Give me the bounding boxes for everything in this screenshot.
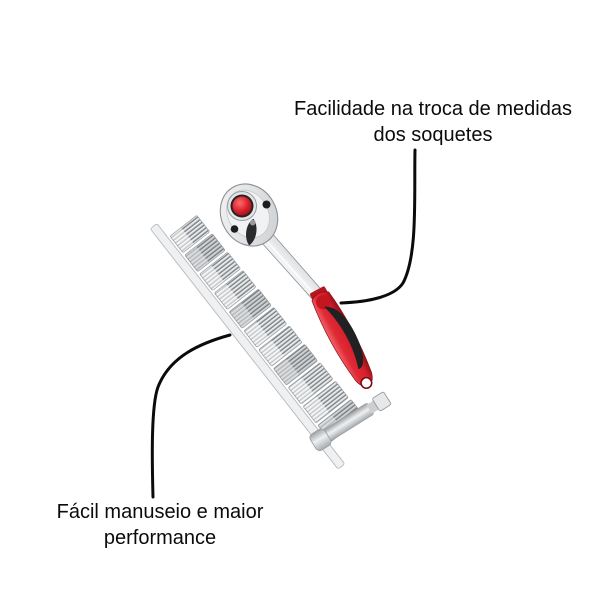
socket	[170, 215, 210, 253]
callout-sockets-line1: Facilidade na troca de medidas	[294, 98, 572, 120]
socket	[185, 233, 225, 272]
leader-line-sockets	[339, 148, 417, 305]
ratchet-wrench	[219, 183, 373, 390]
extension-bar-neck	[366, 400, 380, 414]
shaft-highlight	[264, 238, 318, 298]
extension-bar-base	[309, 428, 332, 451]
square-drive-tip	[372, 391, 392, 412]
hang-hole	[360, 376, 373, 390]
callout-sockets-label: Facilidade na troca de medidas dos soque…	[273, 96, 593, 148]
callout-handling-line1: Fácil manuseio e maior	[56, 501, 264, 523]
quick-release-button	[232, 196, 252, 216]
grip-emboss-disc	[316, 294, 331, 310]
socket	[199, 252, 241, 291]
socket	[273, 344, 318, 385]
socket	[244, 307, 287, 348]
leader-line-handling	[150, 333, 232, 499]
head-rivet-right	[262, 200, 271, 209]
head-rivet-lower	[230, 225, 239, 233]
rail-strip	[150, 223, 345, 469]
callout-sockets-line2: dos soquetes	[373, 124, 493, 146]
socket	[214, 270, 256, 310]
callout-handling-label: Fácil manuseio e maior performance	[30, 499, 290, 551]
ratchet-grip	[310, 286, 373, 390]
socket	[229, 289, 272, 329]
socket	[288, 362, 333, 404]
callout-handling-line2: performance	[103, 527, 217, 549]
ratchet-head	[219, 183, 279, 247]
extension-bar	[309, 391, 392, 451]
socket	[258, 326, 302, 366]
grip-rubber-inlay	[324, 306, 364, 370]
direction-lever	[246, 218, 257, 246]
socket	[303, 381, 349, 423]
